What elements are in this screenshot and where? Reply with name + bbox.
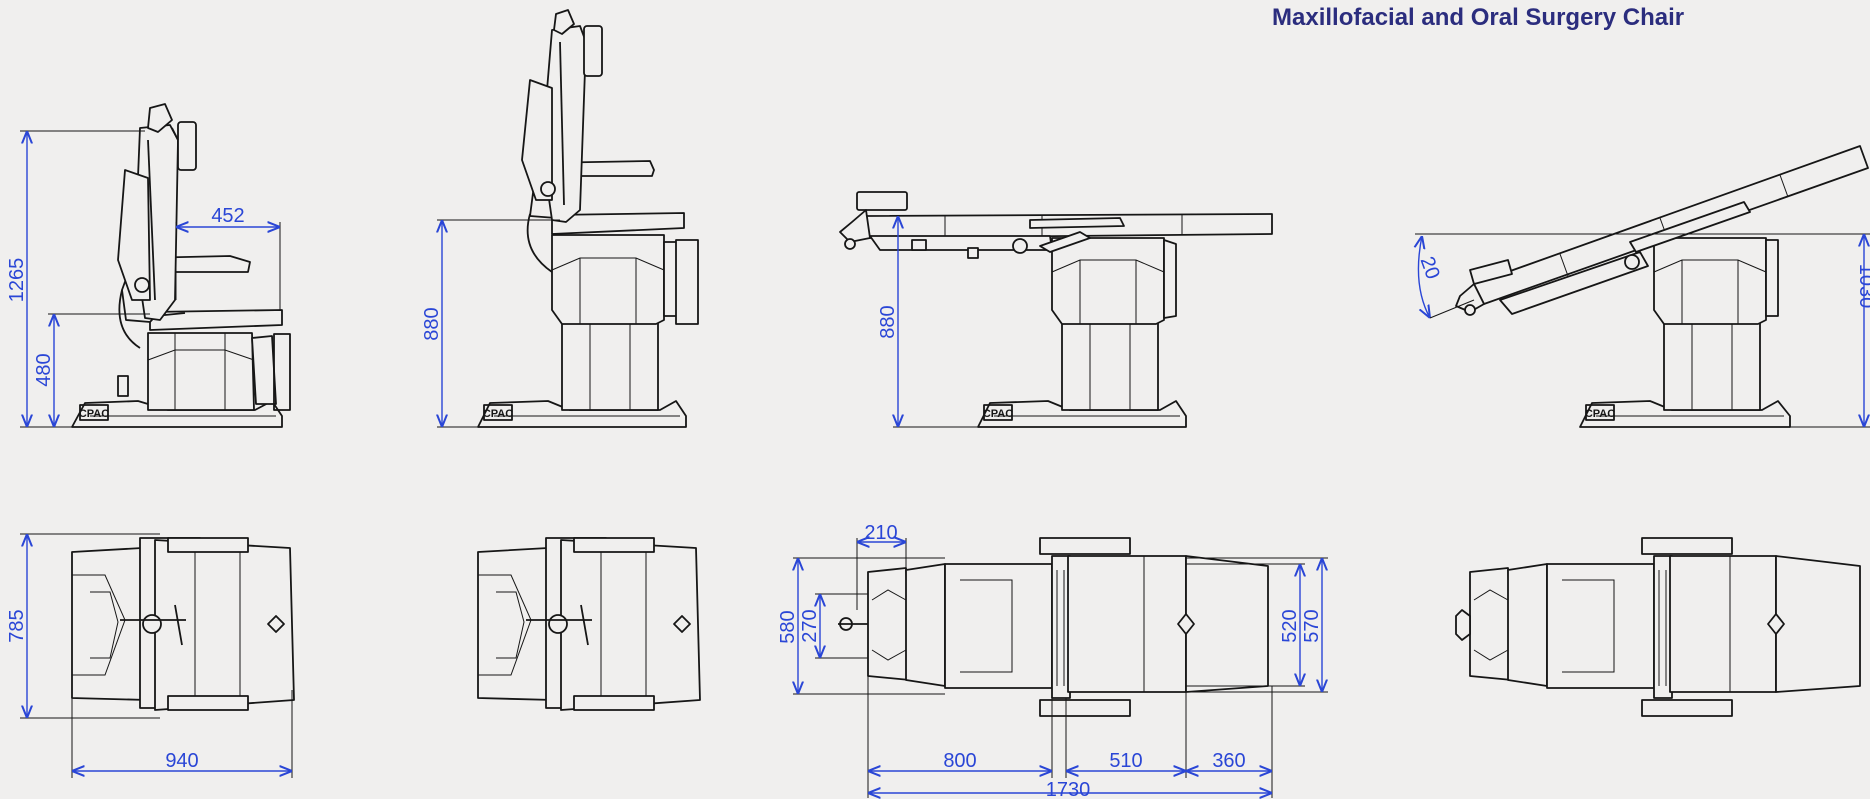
dim-height-cut: 1030 [1855,264,1870,309]
side-view-raised: CPAC [477,9,699,428]
dim-head-210: 210 [864,522,897,544]
top-view-flat [838,537,1269,717]
dim-seat-480: 480 [33,353,55,386]
dim-width-520: 520 [1279,609,1301,642]
top-view-2 [477,537,701,711]
dim-length-940: 940 [165,750,198,772]
dim-length-1730: 1730 [1046,779,1091,799]
dimensions-bottom: 785 940 210 580 270 520 570 800 510 [6,522,1328,799]
brand-logo: CPAC [483,408,513,420]
brand-logo: CPAC [983,408,1013,420]
side-view-flat: CPAC [839,191,1273,428]
dim-height-1265: 1265 [6,258,28,303]
dim-height-880-a: 880 [421,307,443,340]
dim-length-510: 510 [1109,750,1142,772]
page-title: Maxillofacial and Oral Surgery Chair [1272,4,1685,31]
side-view-upright: CPAC [71,103,291,428]
dim-angle-20: 20 [1415,254,1443,282]
brand-logo: CPAC [1585,408,1615,420]
top-view-1 [71,537,295,711]
dim-width-580: 580 [777,610,799,643]
side-view-tilted: CPAC [1455,145,1869,428]
dim-width-785: 785 [6,609,28,642]
dim-depth-452: 452 [211,205,244,227]
dim-width-570: 570 [1301,609,1323,642]
dim-head-270: 270 [799,609,821,642]
top-view-tilted [1455,537,1861,717]
brand-logo: CPAC [79,408,109,420]
dim-length-360: 360 [1212,750,1245,772]
dim-height-880-b: 880 [877,305,899,338]
dim-length-800: 800 [943,750,976,772]
